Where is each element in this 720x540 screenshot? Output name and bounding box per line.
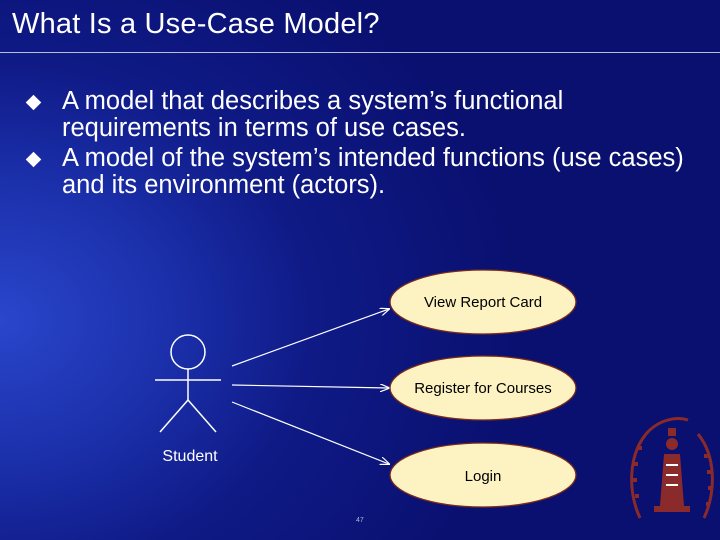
use-case-label: Register for Courses — [414, 380, 552, 397]
bullet-list: A model that describes a system’s functi… — [25, 87, 688, 202]
association-login — [231, 401, 389, 464]
bullet-item: A model that describes a system’s functi… — [25, 87, 688, 142]
use-case-register-for-courses: Register for Courses — [389, 355, 577, 421]
title-divider — [0, 52, 720, 53]
bullet-item: A model of the system’s intended functio… — [25, 144, 688, 199]
actor-left-leg — [159, 399, 189, 433]
slide-title: What Is a Use-Case Model? — [12, 8, 380, 40]
university-seal-logo — [630, 417, 714, 519]
actor-figure — [155, 334, 221, 433]
use-case-login: Login — [389, 442, 577, 508]
bullet-text: A model of the system’s intended functio… — [62, 144, 684, 199]
actor-label: Student — [162, 448, 218, 465]
use-case-view-report-card: View Report Card — [389, 269, 577, 335]
use-case-label: Login — [465, 468, 502, 485]
association-register-for-courses — [231, 385, 389, 388]
association-view-report-card — [231, 309, 389, 367]
actor-right-leg — [187, 399, 217, 433]
actor-head — [170, 334, 206, 370]
page-number: 47 — [356, 517, 364, 524]
use-case-label: View Report Card — [424, 294, 542, 311]
bullet-text: A model that describes a system’s functi… — [62, 87, 564, 142]
